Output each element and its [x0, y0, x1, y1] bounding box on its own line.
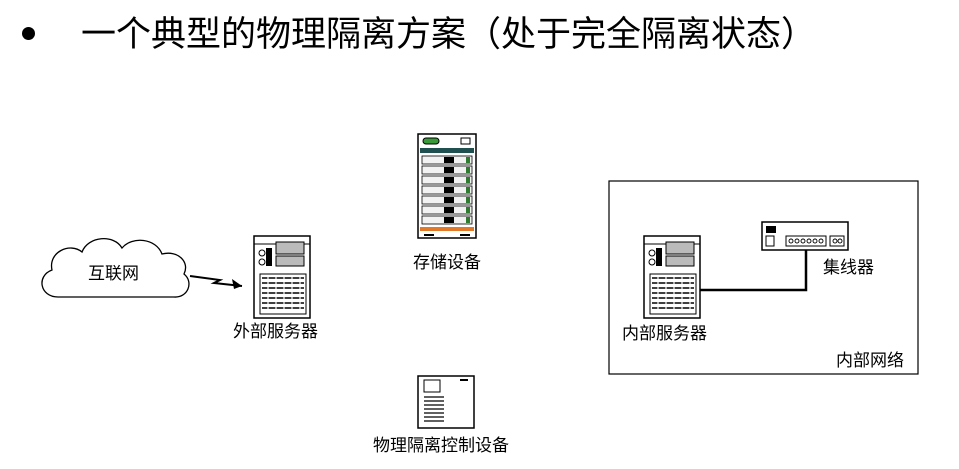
bullet-icon: [22, 27, 35, 40]
external-server-icon: [253, 235, 311, 319]
internal-server-icon: [643, 235, 701, 319]
internet-cloud-icon: [41, 238, 190, 298]
isolation-device-label: 物理隔离控制设备: [373, 436, 509, 456]
internal-server-label: 内部服务器: [622, 324, 707, 344]
internal-network-boundary: [608, 180, 919, 375]
internal-network-label: 内部网络: [836, 351, 904, 371]
hub-icon: [761, 221, 849, 251]
storage-device-label: 存储设备: [413, 253, 481, 273]
slide-title-text: 一个典型的物理隔离方案（处于完全隔离状态）: [81, 15, 817, 55]
external-server-label: 外部服务器: [233, 322, 318, 342]
wan-link-arrowhead: [232, 279, 242, 289]
storage-device-icon: [417, 133, 477, 239]
wan-link-icon: [189, 275, 243, 287]
lan-link-line: [700, 250, 808, 292]
isolation-device-icon: [417, 375, 475, 429]
slide-title: 一个典型的物理隔离方案（处于完全隔离状态）: [22, 10, 816, 60]
hub-label: 集线器: [823, 258, 874, 278]
internet-label: 互联网: [88, 264, 139, 284]
